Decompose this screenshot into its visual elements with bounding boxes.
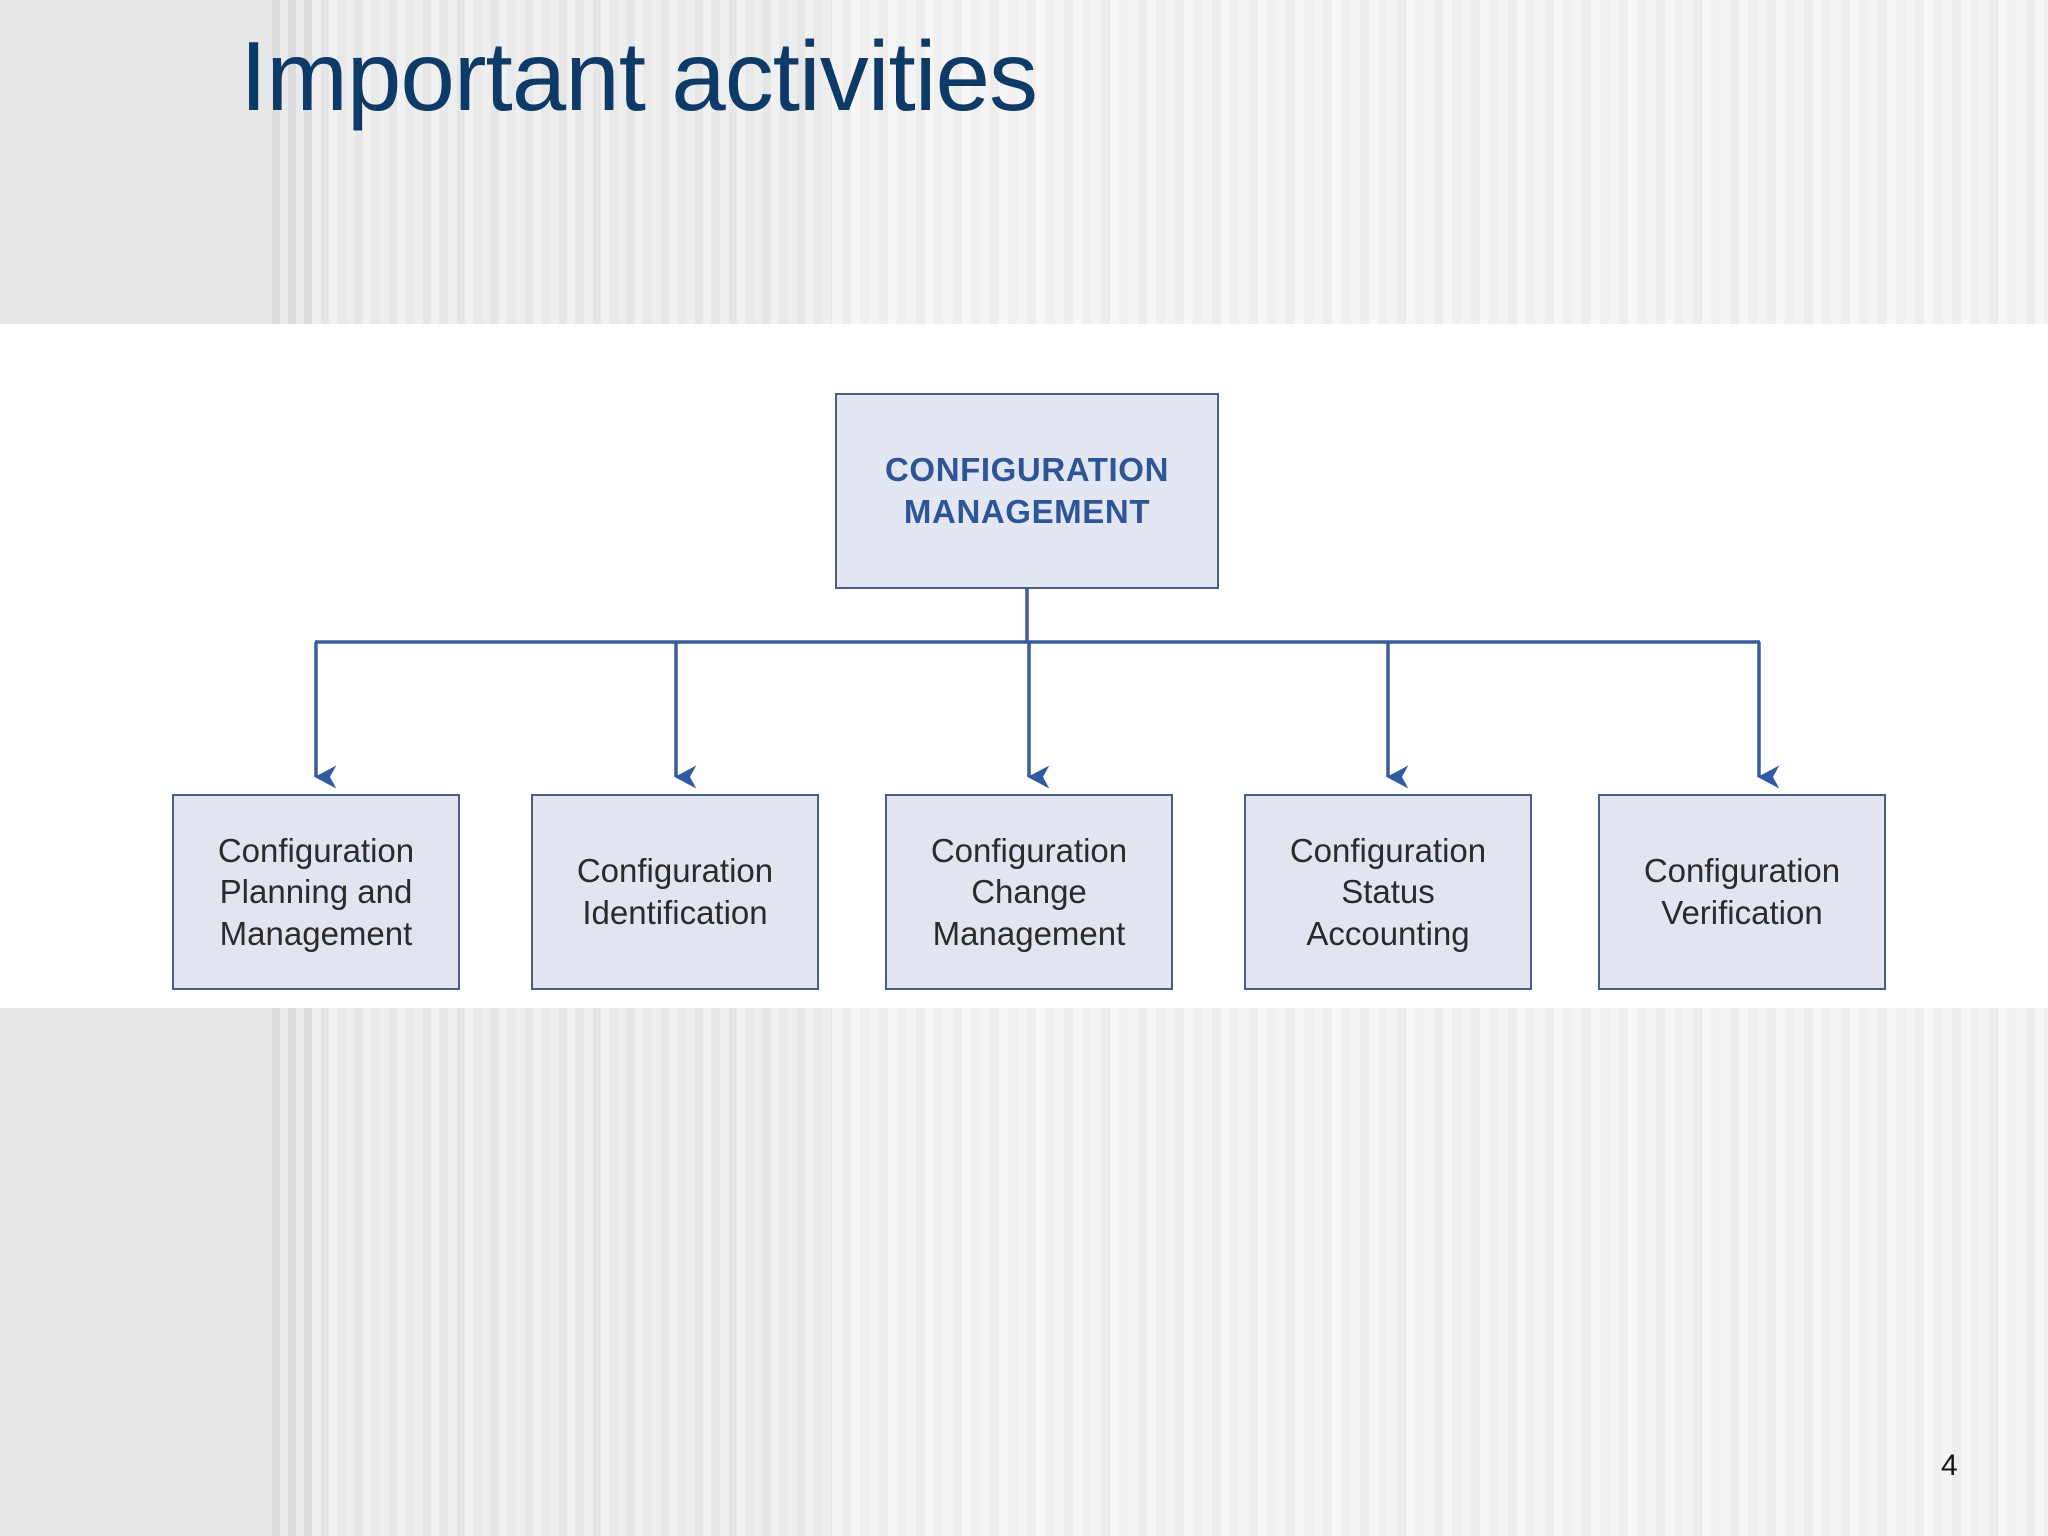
node-configuration-management[interactable]: CONFIGURATION MANAGEMENT	[835, 393, 1219, 589]
node-configuration-status-accounting-label: Configuration Status Accounting	[1289, 831, 1487, 952]
node-configuration-verification-label: Configuration Verification	[1643, 852, 1841, 931]
diagram-connectors	[314, 589, 1780, 789]
node-configuration-change-management[interactable]: Configuration Change Management	[885, 794, 1173, 990]
node-configuration-change-management-label: Configuration Change Management	[930, 831, 1128, 952]
node-configuration-management-label: CONFIGURATION MANAGEMENT	[885, 450, 1169, 530]
node-configuration-identification-label: Configuration Identification	[576, 852, 774, 931]
node-configuration-status-accounting[interactable]: Configuration Status Accounting	[1244, 794, 1532, 990]
node-configuration-verification[interactable]: Configuration Verification	[1598, 794, 1886, 990]
node-configuration-planning-and-management-label: Configuration Planning and Management	[217, 831, 415, 952]
configuration-management-diagram: CONFIGURATION MANAGEMENT Configuration P…	[0, 324, 2048, 1008]
page-number: 4	[1941, 1449, 1958, 1482]
node-configuration-identification[interactable]: Configuration Identification	[531, 794, 819, 990]
node-configuration-planning-and-management[interactable]: Configuration Planning and Management	[172, 794, 460, 990]
page-title: Important activities	[240, 21, 1038, 131]
